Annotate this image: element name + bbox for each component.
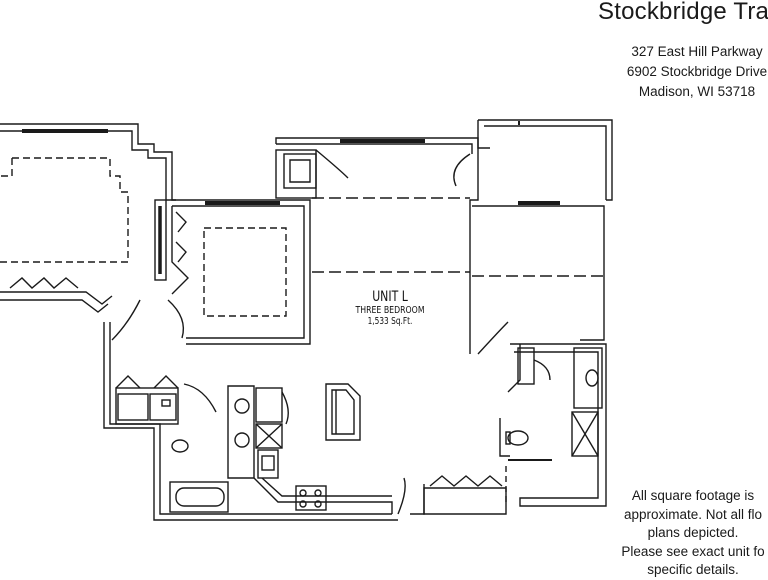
middle-bedroom — [166, 199, 311, 345]
left-bedroom — [0, 123, 176, 313]
disclaimer-line-3: plans depicted. — [647, 525, 739, 540]
unit-name: UNIT L — [372, 289, 408, 305]
right-bedroom — [469, 119, 613, 355]
unit-type: THREE BEDROOM — [355, 305, 425, 316]
unit-label: UNIT L THREE BEDROOM 1,533 Sq.Ft. — [343, 289, 437, 328]
disclaimer-line-2: approximate. Not all flo — [623, 506, 763, 522]
living-room — [275, 137, 490, 273]
property-address: 327 East Hill Parkway 6902 Stockbridge D… — [612, 42, 768, 102]
unit-area: 1,533 Sq.Ft. — [367, 316, 413, 327]
kitchen — [103, 299, 425, 521]
right-closet — [423, 475, 507, 515]
address-line-2: 6902 Stockbridge Drive — [626, 64, 768, 79]
hall-closet — [154, 199, 187, 281]
right-bathroom — [499, 343, 607, 507]
address-line-3: Madison, WI 53718 — [638, 84, 756, 99]
property-title: Stockbridge Tra — [598, 0, 768, 25]
address-line-1: 327 East Hill Parkway — [631, 44, 763, 59]
disclaimer-line-4: Please see exact unit fo — [621, 543, 765, 559]
disclaimer-line-5: specific details. — [647, 562, 739, 577]
disclaimer-line-1: All square footage is — [631, 488, 755, 503]
disclaimer-note: All square footage is approximate. Not a… — [598, 487, 768, 580]
